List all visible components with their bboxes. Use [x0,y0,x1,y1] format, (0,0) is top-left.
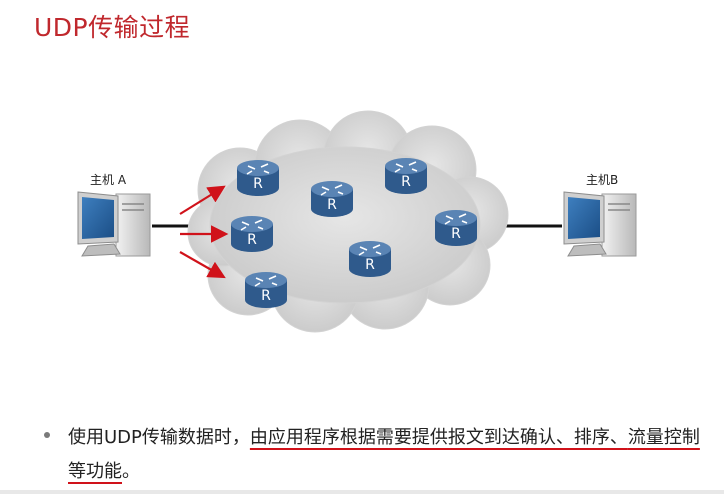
router-icon: R [310,180,354,218]
svg-text:R: R [327,197,337,213]
bullet-highlight-1: 由应用程序根据需要提供报文到达确认、排序、 [249,427,628,448]
svg-text:R: R [247,232,257,248]
arrow-icon [179,185,226,215]
svg-text:R: R [261,288,271,304]
slide-title: UDP传输过程 [34,13,191,42]
host-a-label: 主机 A [90,173,127,187]
bullet-highlight-2: 流量控制等功能 [68,427,700,482]
arrow-icon [179,251,226,279]
svg-text:R: R [451,226,461,242]
computer-icon [563,191,637,257]
bullet-text: 使用UDP传输数据时，由应用程序根据需要提供报文到达确认、排序、流量控制等功能。 [68,421,708,489]
svg-text:R: R [401,174,411,190]
svg-text:R: R [253,176,263,192]
router-icon: R [230,215,274,253]
host-b-label: 主机B [586,173,618,187]
bottom-bar [0,490,724,494]
router-icon: R [236,159,280,197]
svg-text:R: R [365,257,375,273]
bullet-suffix: 。 [122,461,140,482]
computer-icon [77,191,151,257]
router-icon: R [384,157,428,195]
router-icon: R [434,209,478,247]
bullet-prefix: 使用UDP传输数据时， [68,427,250,448]
router-icon: R [244,271,288,309]
bullet-dot [44,432,50,438]
router-icon: R [348,240,392,278]
